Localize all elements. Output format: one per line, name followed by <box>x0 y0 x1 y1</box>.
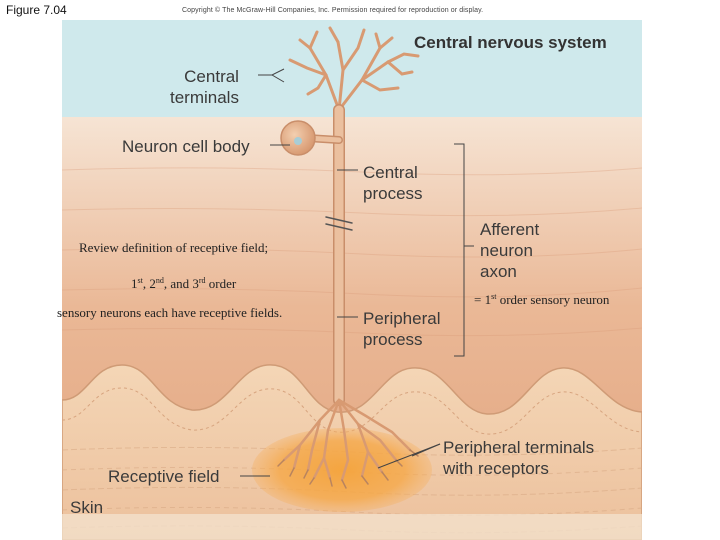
receptive-field-label: Receptive field <box>108 467 220 486</box>
copyright-notice: Copyright © The McGraw-Hill Companies, I… <box>182 7 484 14</box>
diagram-illustration <box>62 20 642 540</box>
central-terminals-line1: Central <box>184 67 239 86</box>
peripheral-terminals-label: Peripheral terminals with receptors <box>443 437 594 479</box>
note-line-2: 1st, 2nd, and 3rd order <box>131 276 236 292</box>
peripheral-terminals-line1: Peripheral terminals <box>443 438 595 457</box>
note2-sup: st <box>137 276 143 285</box>
note2-part: , 2 <box>142 276 156 291</box>
peripheral-process-line1: Peripheral <box>363 309 441 328</box>
central-terminals-line2: terminals <box>170 88 239 107</box>
note2-sup: nd <box>155 276 164 285</box>
figure-label: Figure 7.04 <box>6 3 67 17</box>
afferent-note-part: order sensory neuron <box>496 292 610 307</box>
note2-part: order <box>205 276 237 291</box>
afferent-note-part: = 1 <box>474 292 492 307</box>
neuron-diagram: Central nervous system Central terminals… <box>62 20 642 540</box>
afferent-axon-label: Afferent neuron axon <box>480 219 539 282</box>
note-line-1: Review definition of receptive field; <box>79 240 269 255</box>
cns-region <box>62 20 642 117</box>
receptive-field-area <box>252 428 432 512</box>
cns-label: Central nervous system <box>414 33 607 52</box>
note2-part: 1 <box>131 276 138 291</box>
afferent-note-sup: st <box>491 292 497 301</box>
note2-sup: rd <box>198 276 206 285</box>
afferent-line2: neuron <box>480 241 533 260</box>
peripheral-process-line2: process <box>363 330 423 349</box>
afferent-line1: Afferent <box>480 220 540 239</box>
cell-body-label: Neuron cell body <box>122 137 250 156</box>
afferent-neuron <box>277 26 420 489</box>
central-process-label: Central process <box>363 162 423 204</box>
central-process-line1: Central <box>363 163 418 182</box>
afferent-line3: axon <box>480 262 517 281</box>
central-terminals-label: Central terminals <box>170 66 239 108</box>
note-line-3: sensory neurons each have receptive fiel… <box>57 305 283 320</box>
note2-part: , and 3 <box>163 276 199 291</box>
peripheral-terminals-line2: with receptors <box>443 459 549 478</box>
peripheral-process-label: Peripheral process <box>363 308 441 350</box>
central-process-line2: process <box>363 184 423 203</box>
afferent-order-note: = 1st order sensory neuron <box>474 292 609 308</box>
skin-label: Skin <box>70 498 104 517</box>
